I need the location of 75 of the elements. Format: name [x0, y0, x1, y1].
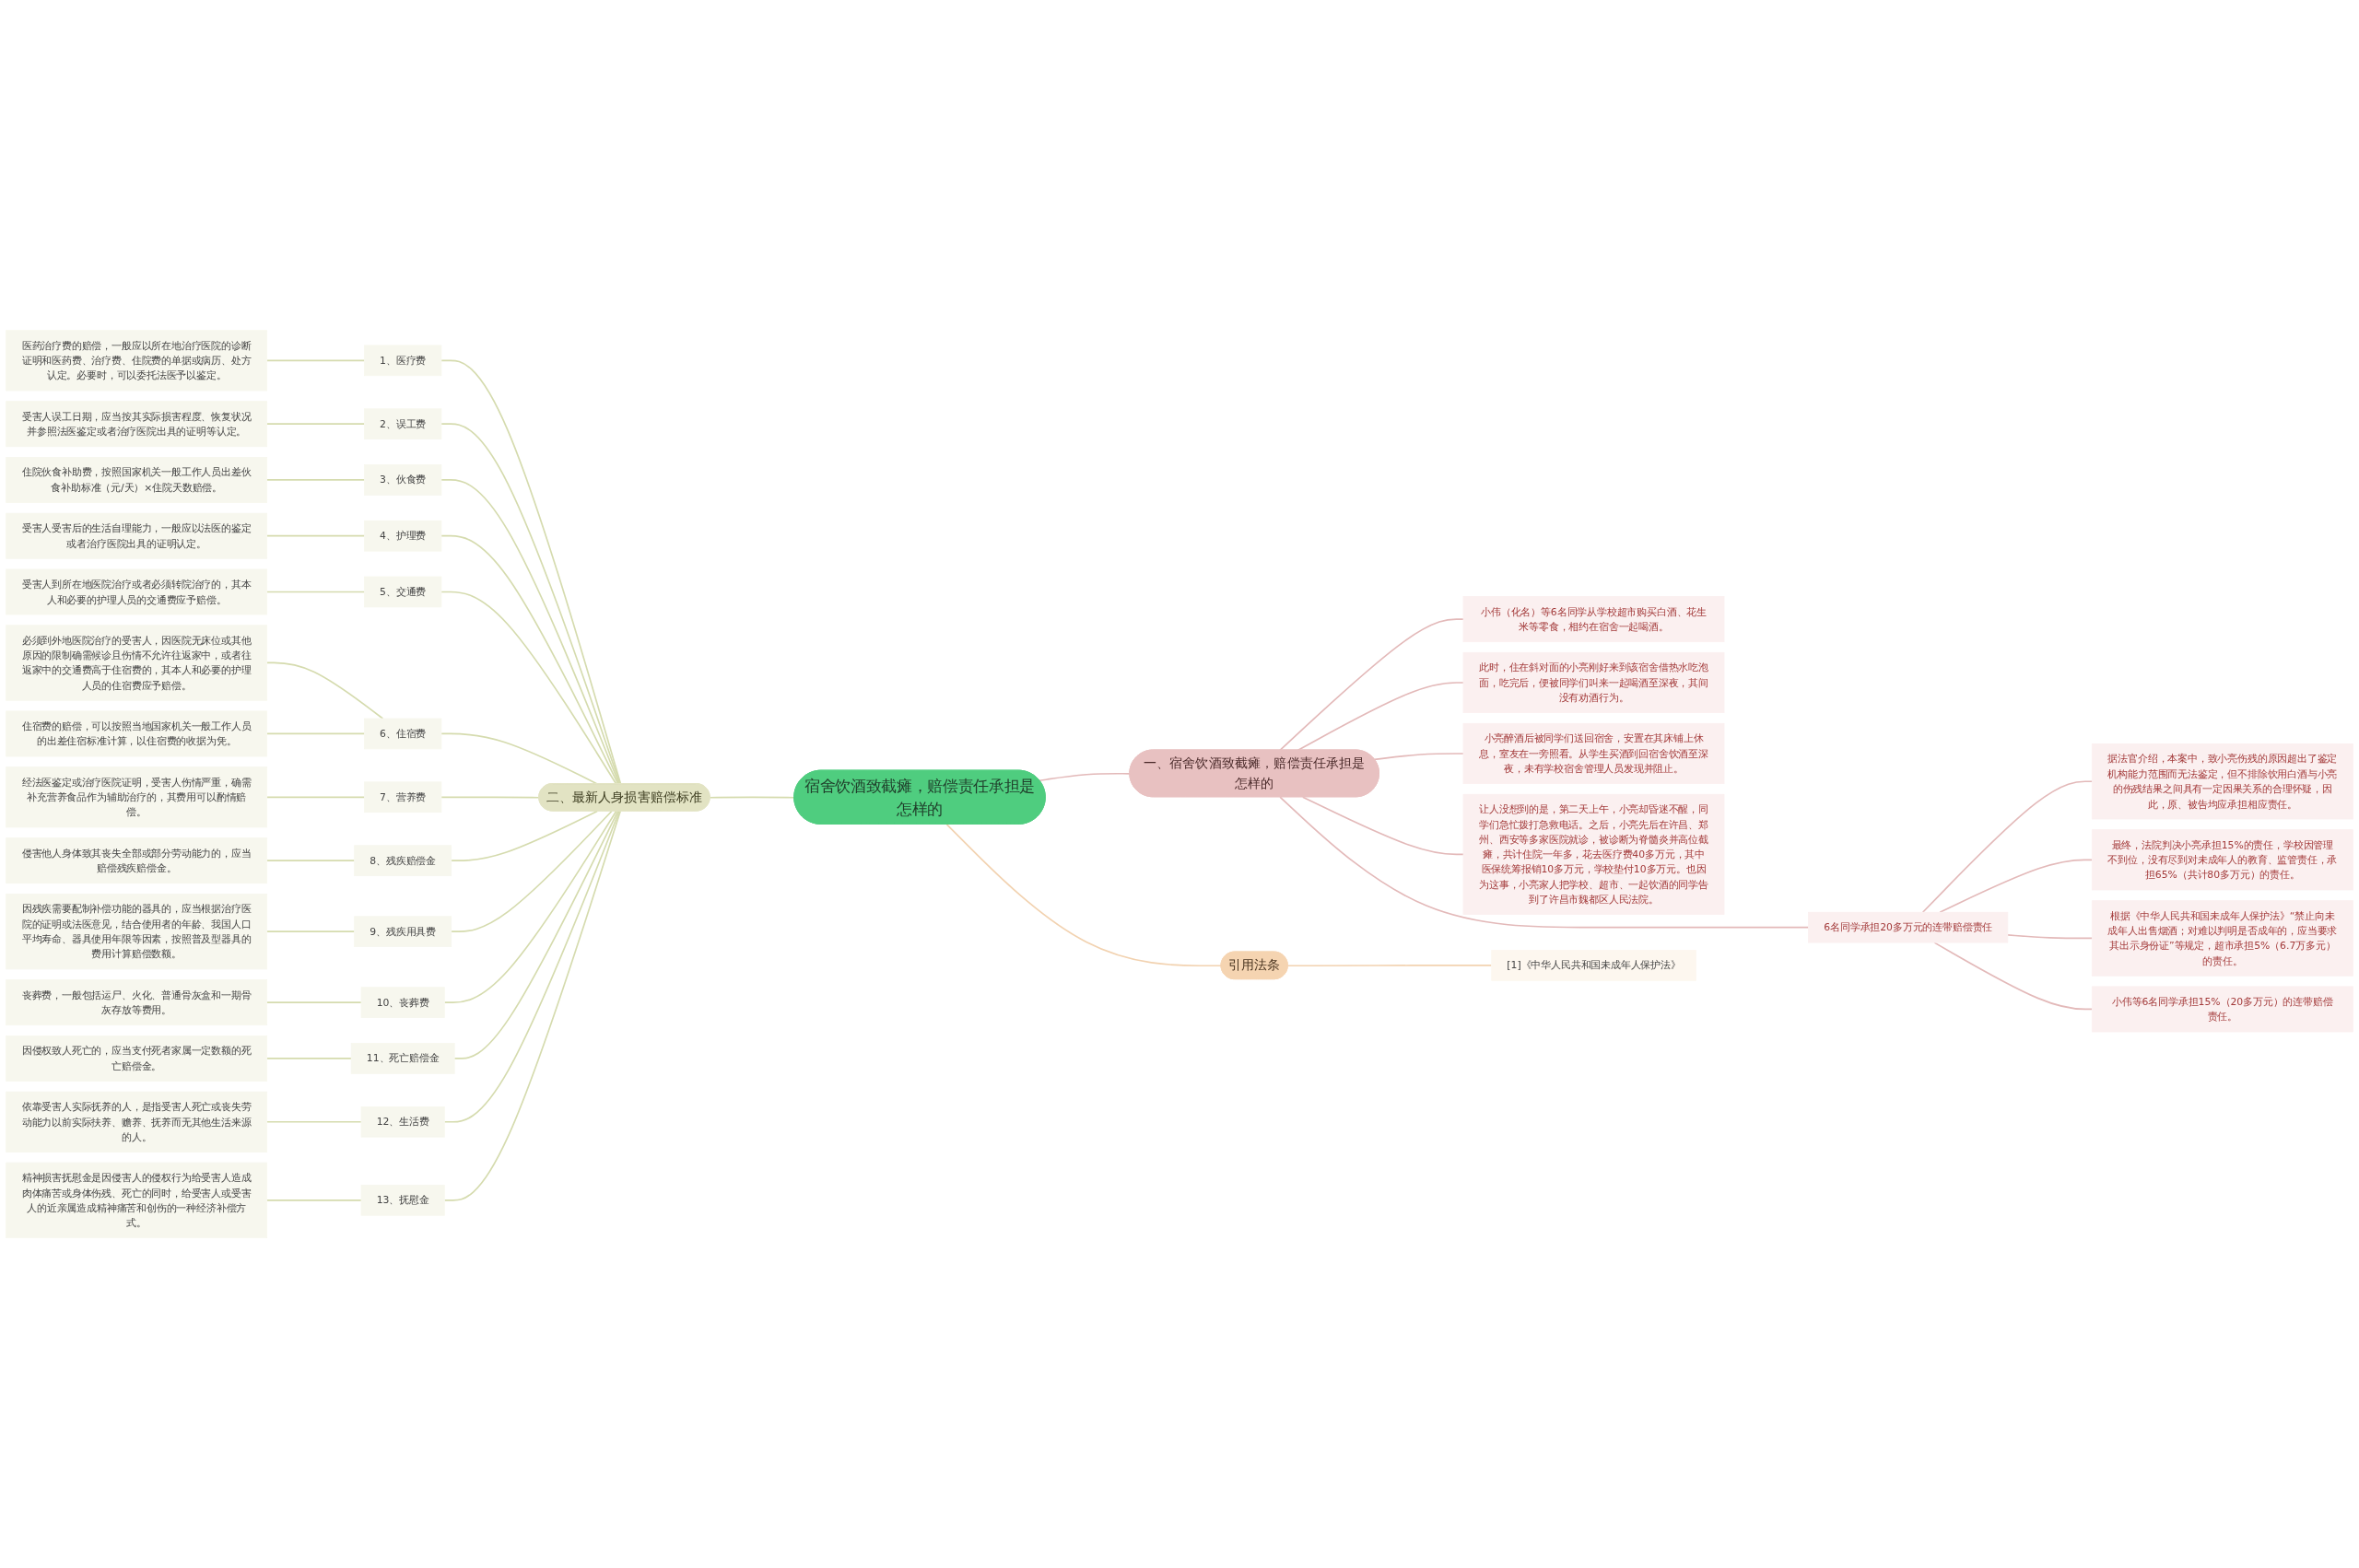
- node-box: [6, 625, 268, 701]
- node-box: [6, 401, 268, 447]
- connector: [1302, 796, 1464, 856]
- connector: [440, 534, 619, 785]
- node-box: [6, 766, 268, 828]
- node-box: [364, 345, 442, 377]
- node-box: [2091, 829, 2353, 891]
- node-box: [2091, 743, 2353, 820]
- node-box: [6, 893, 268, 970]
- connector: [265, 534, 366, 537]
- connector: [709, 796, 795, 799]
- connector: [265, 661, 384, 720]
- node-box: [6, 330, 268, 392]
- connector: [440, 423, 621, 785]
- connector: [450, 810, 613, 932]
- node-box: [6, 1035, 268, 1082]
- connector: [440, 591, 617, 785]
- connector: [440, 796, 540, 799]
- node-box: [6, 456, 268, 503]
- connector: [265, 930, 356, 932]
- connector: [265, 1199, 362, 1201]
- node-box: [1491, 949, 1696, 981]
- node-box: [1462, 722, 1725, 784]
- node-box: [360, 1106, 445, 1138]
- connector: [265, 732, 366, 735]
- connector: [265, 796, 366, 798]
- connector: [1279, 796, 1810, 929]
- connector: [440, 478, 620, 785]
- node-box: [1462, 596, 1725, 642]
- connector: [2007, 933, 2094, 940]
- connector: [265, 478, 366, 481]
- node-box: [2091, 986, 2353, 1033]
- connector: [440, 359, 622, 785]
- node-box: [364, 781, 442, 813]
- connector: [945, 823, 1223, 966]
- connector: [265, 359, 366, 361]
- node-box: [354, 916, 452, 947]
- connector: [265, 860, 356, 861]
- connector: [1933, 942, 2094, 1011]
- connector: [265, 591, 366, 593]
- node-box: [1462, 651, 1725, 713]
- connector: [450, 810, 598, 861]
- node-box: [1462, 793, 1725, 915]
- node-box: [6, 512, 268, 559]
- connector: [1286, 964, 1493, 966]
- node-box: [6, 1162, 268, 1238]
- connector: [265, 1120, 362, 1123]
- node-box: [360, 987, 445, 1018]
- connector: [265, 1001, 362, 1003]
- connector: [453, 810, 619, 1059]
- node-box: [364, 520, 442, 552]
- connector: [265, 1057, 352, 1059]
- node-box: [364, 463, 442, 496]
- connector: [1039, 772, 1132, 781]
- node-box: [364, 408, 442, 439]
- connector: [443, 810, 620, 1123]
- node-box: [360, 1184, 445, 1216]
- connector: [1921, 780, 2094, 913]
- node-box: [6, 979, 268, 1025]
- connector: [440, 732, 598, 785]
- node-box: [354, 845, 452, 876]
- connector: [1373, 752, 1464, 761]
- node-box: [364, 576, 442, 608]
- node-box: [350, 1042, 455, 1074]
- node-box: [6, 568, 268, 615]
- node-box: [2091, 900, 2353, 977]
- node-box: [6, 1091, 268, 1153]
- node-box: [1808, 911, 2009, 943]
- connector: [265, 423, 366, 425]
- connector: [443, 810, 622, 1201]
- node-box: [364, 718, 442, 750]
- node-box: [6, 710, 268, 757]
- connector: [443, 810, 617, 1003]
- node-box: [6, 837, 268, 883]
- connector: [1939, 859, 2094, 913]
